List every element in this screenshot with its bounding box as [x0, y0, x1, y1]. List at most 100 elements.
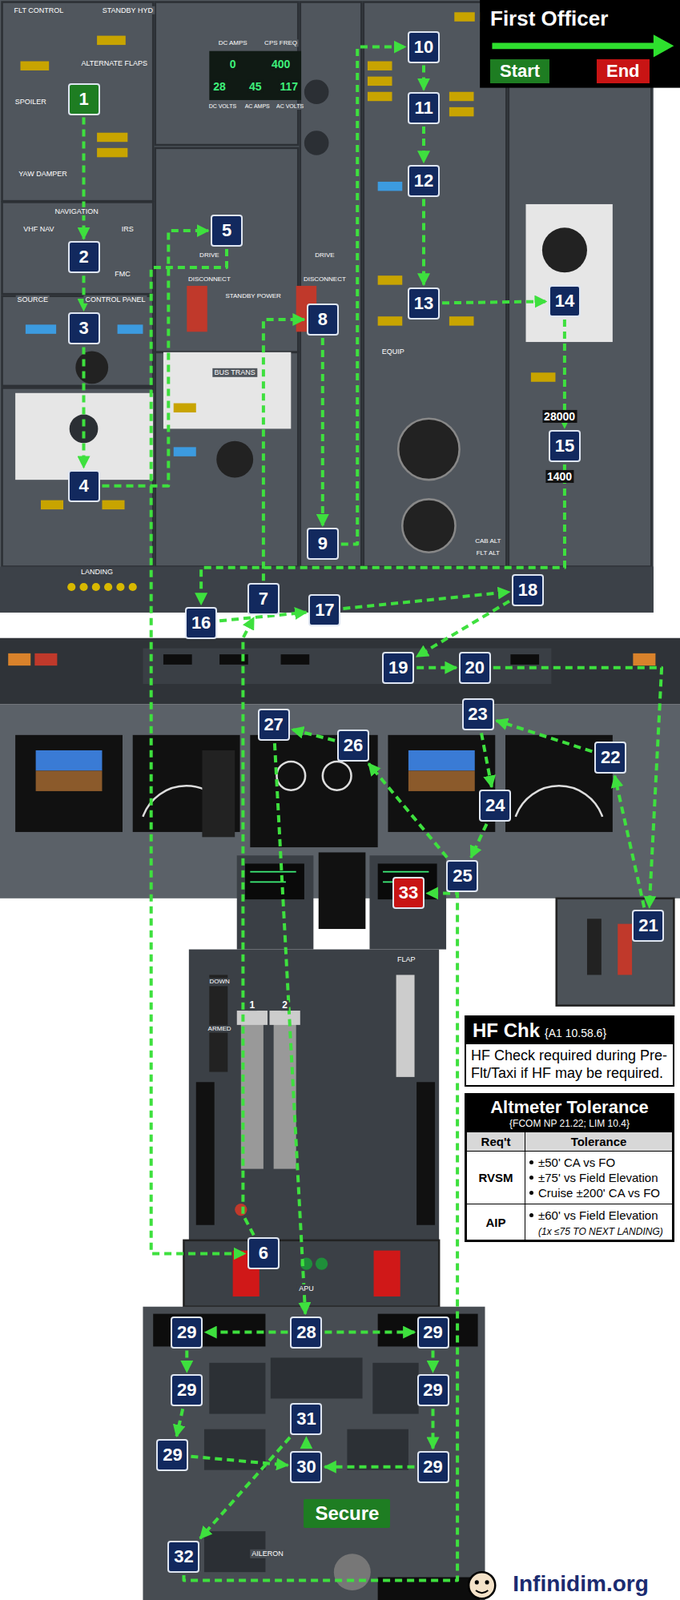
callout-text: 4 — [78, 475, 89, 497]
table-cell-box: ±50' CA vs FO±75' vs Field ElevationCrui… — [525, 1151, 673, 1205]
overhead-panel — [69, 414, 99, 444]
overhead-panel — [2, 387, 154, 567]
bullet-dot — [529, 1191, 534, 1196]
table-subnote: (1x ≤75 TO NEXT LANDING) — [529, 1223, 668, 1238]
glareshield — [510, 654, 540, 665]
flow-arrow — [416, 601, 510, 657]
panel-label: AC AMPS — [243, 103, 272, 110]
table-cell: RVSM — [478, 1170, 513, 1185]
overhead-panel — [20, 60, 49, 70]
callout-text: 29 — [177, 1322, 197, 1344]
note-reference: {A1 10.58.6} — [544, 1026, 607, 1040]
callout-text: 28 — [296, 1322, 316, 1344]
flow-arrow — [442, 301, 547, 303]
callout-number: 4 — [68, 470, 101, 503]
flow-arrow — [341, 47, 406, 545]
main-instrument-panel — [587, 918, 602, 975]
callout-number: 10 — [407, 31, 440, 64]
overhead-panel — [304, 130, 330, 156]
panel-label: YAW DAMPER — [16, 169, 69, 178]
radio-pedestal — [378, 1577, 480, 1600]
overhead-panel — [40, 500, 64, 510]
panel-label: DC VOLTS — [207, 103, 239, 110]
main-instrument-panel — [408, 770, 475, 791]
table-cell-box: RVSM — [466, 1151, 526, 1205]
callout-number: 27 — [257, 708, 290, 741]
flow-arrow — [615, 776, 645, 908]
main-instrument-panel — [322, 761, 352, 791]
logo-face — [474, 1580, 479, 1585]
panel-label: FMC — [112, 269, 133, 278]
callout-text: 13 — [414, 293, 434, 314]
callout-number: 20 — [458, 651, 491, 685]
main-instrument-panel — [36, 750, 103, 771]
callout-number: 23 — [462, 698, 495, 731]
callout-number: 1 — [68, 83, 101, 116]
header-title: First Officer — [490, 6, 608, 32]
radio-pedestal — [270, 1357, 363, 1399]
overhead-panel — [20, 12, 556, 510]
overhead-panel — [2, 296, 154, 387]
fire-panel — [374, 1251, 401, 1297]
callout-text: 29 — [162, 1444, 182, 1466]
callout-text: 27 — [263, 714, 283, 736]
bullet-line: ±75' vs Field Elevation — [529, 1170, 668, 1185]
throttle-pedestal — [396, 974, 415, 1077]
main-instrument-panel — [249, 735, 378, 848]
overhead-panel — [186, 285, 207, 332]
flow-arrow — [422, 65, 426, 91]
fire-panel — [183, 1240, 439, 1308]
callout-text: 24 — [485, 795, 505, 817]
flow-arrow — [496, 720, 593, 753]
flow-arrow — [82, 117, 86, 240]
overhead-panel — [209, 51, 302, 101]
flow-arrow — [200, 1437, 290, 1539]
table-row: Req'tTolerance — [466, 1132, 673, 1152]
panel-label: AILERON — [249, 1549, 286, 1558]
flow-arrow — [422, 199, 426, 286]
radio-pedestal — [346, 1429, 408, 1471]
overhead-panel — [92, 583, 101, 592]
flow-arrow — [242, 617, 254, 1236]
throttle-pedestal — [196, 1082, 215, 1225]
overhead-panel — [155, 352, 298, 568]
overhead-panel — [531, 372, 556, 382]
callout-text: 2 — [78, 246, 89, 268]
callout-number: 26 — [337, 729, 370, 762]
bullet-line: ±50' CA vs FO — [529, 1155, 668, 1170]
panel-label: 117 — [277, 80, 300, 93]
flow-arrow — [177, 1408, 184, 1437]
glareshield — [8, 653, 31, 666]
callout-text: 14 — [555, 290, 575, 312]
note-title: HF Chk — [472, 1019, 540, 1042]
panel-label: 1400 — [545, 470, 574, 483]
table-cell: ±50' CA vs FO — [538, 1155, 616, 1170]
panel-label: 28 — [211, 80, 228, 93]
callout-number: 16 — [185, 607, 218, 640]
overhead-panel — [402, 498, 455, 552]
callout-text: 12 — [414, 170, 434, 192]
panel-label: LANDING — [79, 567, 115, 576]
callout-number: 9 — [306, 527, 339, 560]
overhead-panel — [378, 316, 403, 326]
overhead-panel — [526, 204, 613, 343]
flow-arrow — [422, 126, 426, 163]
callout-number: 2 — [68, 241, 101, 274]
overhead-panel — [2, 2, 154, 202]
overhead-panel — [367, 76, 393, 86]
flow-arrow — [274, 743, 306, 1315]
logo-face — [468, 1572, 495, 1599]
callout-number: 6 — [247, 1237, 280, 1270]
callout-number: 5 — [210, 214, 243, 247]
logo-face — [475, 1590, 488, 1594]
overhead-panel — [25, 181, 403, 457]
callout-text: 31 — [296, 1408, 316, 1430]
callout-number: 33 — [392, 877, 425, 910]
overhead-panel — [378, 181, 403, 191]
overhead-panel — [0, 0, 654, 613]
overhead-panel — [449, 92, 475, 101]
overhead-panel — [96, 36, 126, 45]
fire-panel — [183, 1240, 439, 1308]
overhead-panel — [454, 12, 475, 21]
